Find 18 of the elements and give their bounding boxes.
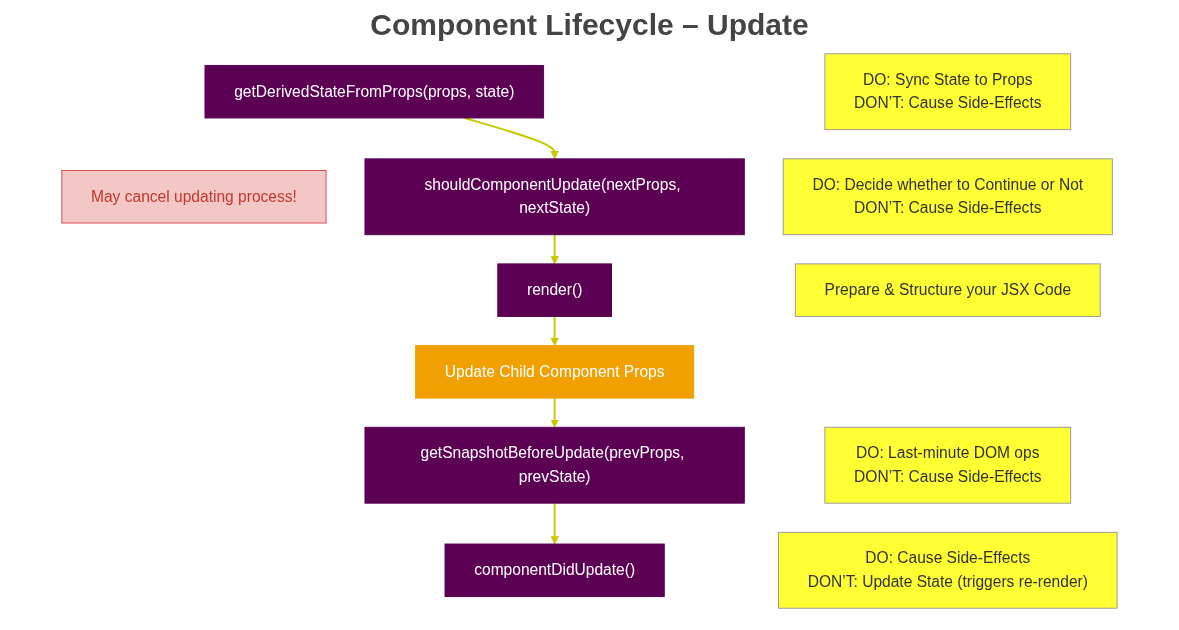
node-box: DO: Decide whether to Continue or Not DON’T: Cause Side-Effects <box>782 158 1113 236</box>
node-box: render() <box>497 263 613 317</box>
node-box: getDerivedStateFromProps(props, state) <box>204 64 545 119</box>
node-box: shouldComponentUpdate(nextProps, nextState) <box>364 158 745 236</box>
node-box: DO: Sync State to Props DON’T: Cause Side-Effects <box>824 53 1072 131</box>
node-box: Prepare & Structure your JSX Code <box>794 263 1101 317</box>
node-box: May cancel updating process! <box>61 170 327 224</box>
node-box: componentDidUpdate() <box>444 543 665 598</box>
arrow <box>550 397 559 428</box>
arrow <box>550 315 559 346</box>
arrow <box>463 117 559 160</box>
diagram-title: Component Lifecycle – Update <box>369 8 810 42</box>
node-box: getSnapshotBeforeUpdate(prevProps, prevState) <box>364 426 745 504</box>
node-box: DO: Cause Side-Effects DON’T: Update State (triggers re-render) <box>778 531 1118 609</box>
node-box: DO: Last-minute DOM ops DON’T: Cause Side-Effects <box>824 426 1072 504</box>
arrow <box>550 502 559 545</box>
node-box: Update Child Component Props <box>415 345 695 399</box>
arrow <box>550 233 559 265</box>
